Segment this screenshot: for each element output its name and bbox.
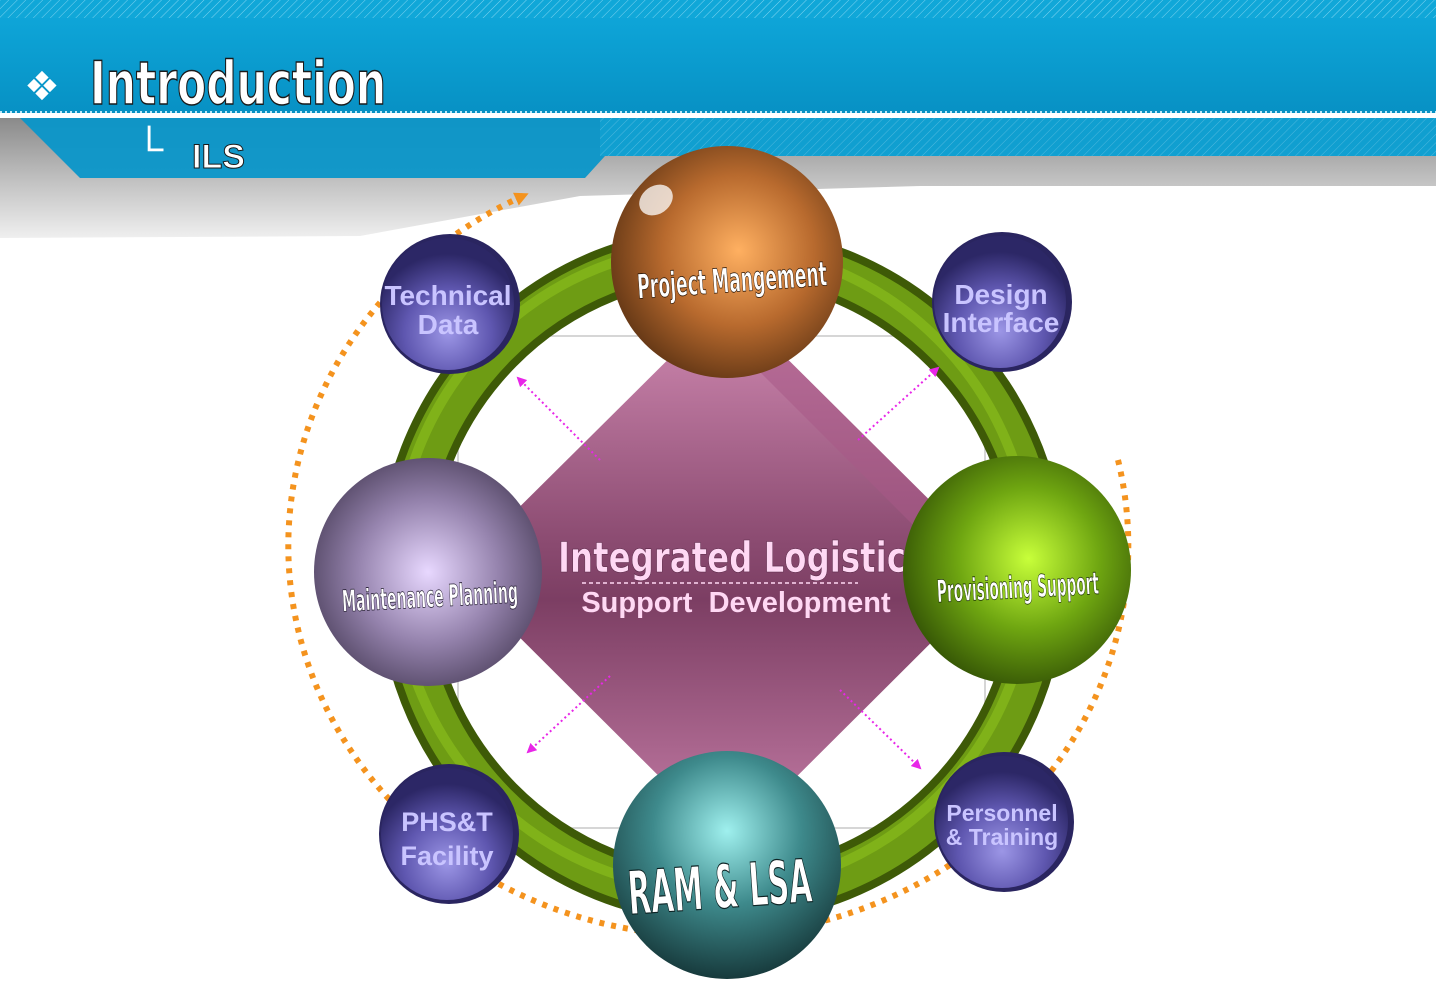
orange-dotted-arc — [285, 192, 1132, 939]
major-node-provisioning-support: Provisioning Support — [903, 456, 1131, 684]
phst-facility-line1: PHS&T — [401, 807, 493, 837]
page-subtitle: ILS — [192, 138, 245, 176]
arrow-to-technical-data — [516, 376, 601, 461]
minor-node-phst-facility: PHS&T Facility — [379, 764, 519, 904]
ram-lsa-label: RAM & LSA — [626, 847, 815, 930]
major-node-ram-lsa: RAM & LSA — [613, 751, 841, 979]
minor-node-personnel-training: Personnel & Training — [934, 752, 1074, 892]
minor-node-technical-data: Technical Data — [380, 234, 520, 374]
header-hatch-strip — [0, 0, 1436, 18]
bullet-icon: ❖ — [24, 65, 60, 109]
design-interface-line2: Interface — [943, 307, 1060, 338]
header-blue-bar — [0, 18, 1436, 113]
technical-data-line2: Data — [418, 309, 479, 340]
arrow-to-phst-facility — [526, 675, 611, 754]
personnel-training-line2: & Training — [946, 824, 1058, 850]
minor-node-design-interface: Design Interface — [932, 232, 1072, 372]
branch-icon: └ — [135, 125, 164, 171]
center-label: Integrated Logistic Support Development — [558, 533, 907, 619]
provisioning-support-label: Provisioning Support — [936, 566, 1100, 610]
major-node-project-management: Project Mangement — [611, 146, 843, 378]
personnel-training-line1: Personnel — [946, 800, 1057, 826]
design-interface-line1: Design — [954, 279, 1047, 310]
arrow-to-design-interface — [857, 366, 940, 441]
connector-arrows — [516, 366, 940, 770]
center-label-line2: Support Development — [581, 587, 891, 619]
header-teal-tab-hatch — [600, 118, 1436, 156]
page-title: Introduction — [90, 49, 386, 119]
technical-data-line1: Technical — [384, 280, 511, 311]
center-label-line1: Integrated Logistic — [558, 533, 906, 582]
arrow-to-personnel-training — [839, 689, 922, 770]
phst-facility-line2: Facility — [400, 841, 493, 871]
major-node-maintenance-planning: Maintenance Planning — [314, 458, 542, 686]
